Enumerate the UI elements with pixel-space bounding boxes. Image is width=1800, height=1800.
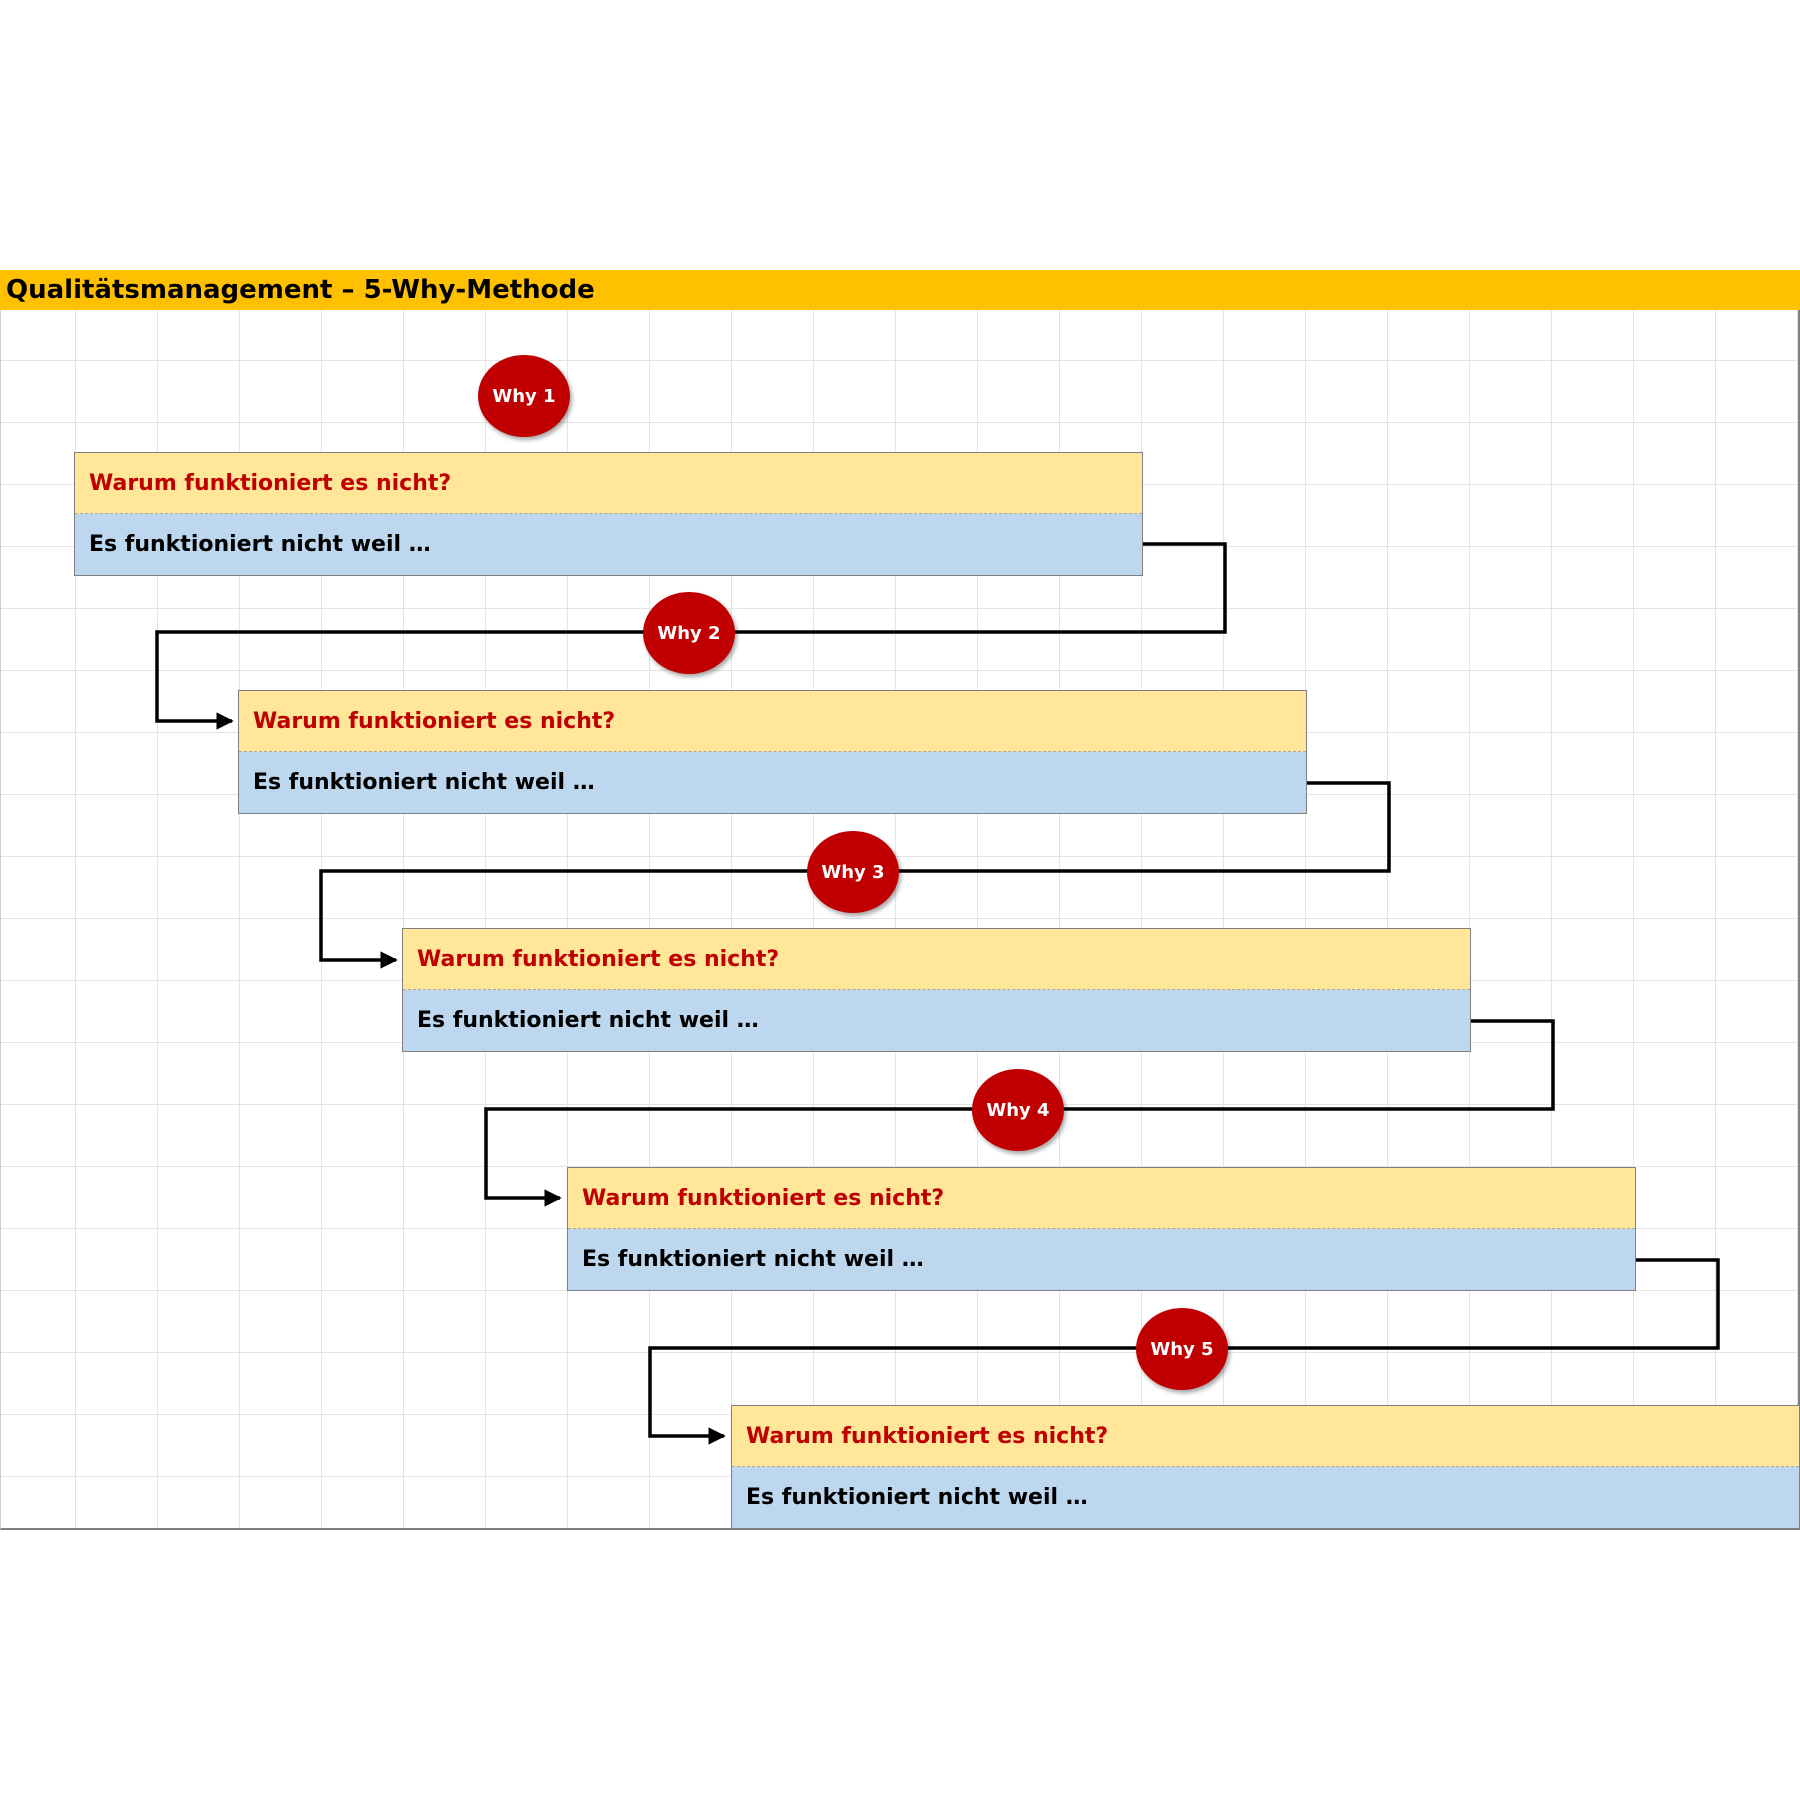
why-box-3: Warum funktioniert es nicht? Es funktion…: [402, 928, 1471, 1052]
why-question-text: Warum funktioniert es nicht?: [746, 1423, 1109, 1449]
why-question-5[interactable]: Warum funktioniert es nicht?: [732, 1406, 1799, 1467]
why-question-4[interactable]: Warum funktioniert es nicht?: [568, 1168, 1635, 1229]
why-badge-label: Why 3: [821, 861, 885, 883]
why-badge-5: Why 5: [1136, 1308, 1228, 1390]
why-question-text: Warum funktioniert es nicht?: [417, 946, 780, 972]
why-answer-text: Es funktioniert nicht weil …: [582, 1247, 924, 1272]
why-question-text: Warum funktioniert es nicht?: [253, 708, 616, 734]
why-answer-5[interactable]: Es funktioniert nicht weil …: [732, 1467, 1799, 1528]
page-title: Qualitätsmanagement – 5-Why-Methode: [0, 270, 1800, 310]
why-badge-2: Why 2: [643, 592, 735, 674]
page-title-text: Qualitätsmanagement – 5-Why-Methode: [6, 275, 595, 305]
why-answer-text: Es funktioniert nicht weil …: [89, 532, 431, 557]
why-answer-4[interactable]: Es funktioniert nicht weil …: [568, 1229, 1635, 1290]
why-box-5: Warum funktioniert es nicht? Es funktion…: [731, 1405, 1800, 1529]
why-answer-text: Es funktioniert nicht weil …: [417, 1008, 759, 1033]
why-badge-label: Why 2: [657, 622, 721, 644]
why-question-1[interactable]: Warum funktioniert es nicht?: [75, 453, 1142, 514]
why-badge-3: Why 3: [807, 831, 899, 913]
why-question-3[interactable]: Warum funktioniert es nicht?: [403, 929, 1470, 990]
why-box-2: Warum funktioniert es nicht? Es funktion…: [238, 690, 1307, 814]
why-answer-text: Es funktioniert nicht weil …: [746, 1485, 1088, 1510]
why-badge-4: Why 4: [972, 1069, 1064, 1151]
why-badge-label: Why 1: [492, 385, 556, 407]
why-badge-1: Why 1: [478, 355, 570, 437]
why-question-text: Warum funktioniert es nicht?: [582, 1185, 945, 1211]
why-answer-1[interactable]: Es funktioniert nicht weil …: [75, 514, 1142, 575]
why-box-4: Warum funktioniert es nicht? Es funktion…: [567, 1167, 1636, 1291]
why-answer-2[interactable]: Es funktioniert nicht weil …: [239, 752, 1306, 813]
why-question-text: Warum funktioniert es nicht?: [89, 470, 452, 496]
why-badge-label: Why 4: [986, 1099, 1050, 1121]
why-answer-3[interactable]: Es funktioniert nicht weil …: [403, 990, 1470, 1051]
why-answer-text: Es funktioniert nicht weil …: [253, 770, 595, 795]
why-question-2[interactable]: Warum funktioniert es nicht?: [239, 691, 1306, 752]
why-badge-label: Why 5: [1150, 1338, 1214, 1360]
why-box-1: Warum funktioniert es nicht? Es funktion…: [74, 452, 1143, 576]
